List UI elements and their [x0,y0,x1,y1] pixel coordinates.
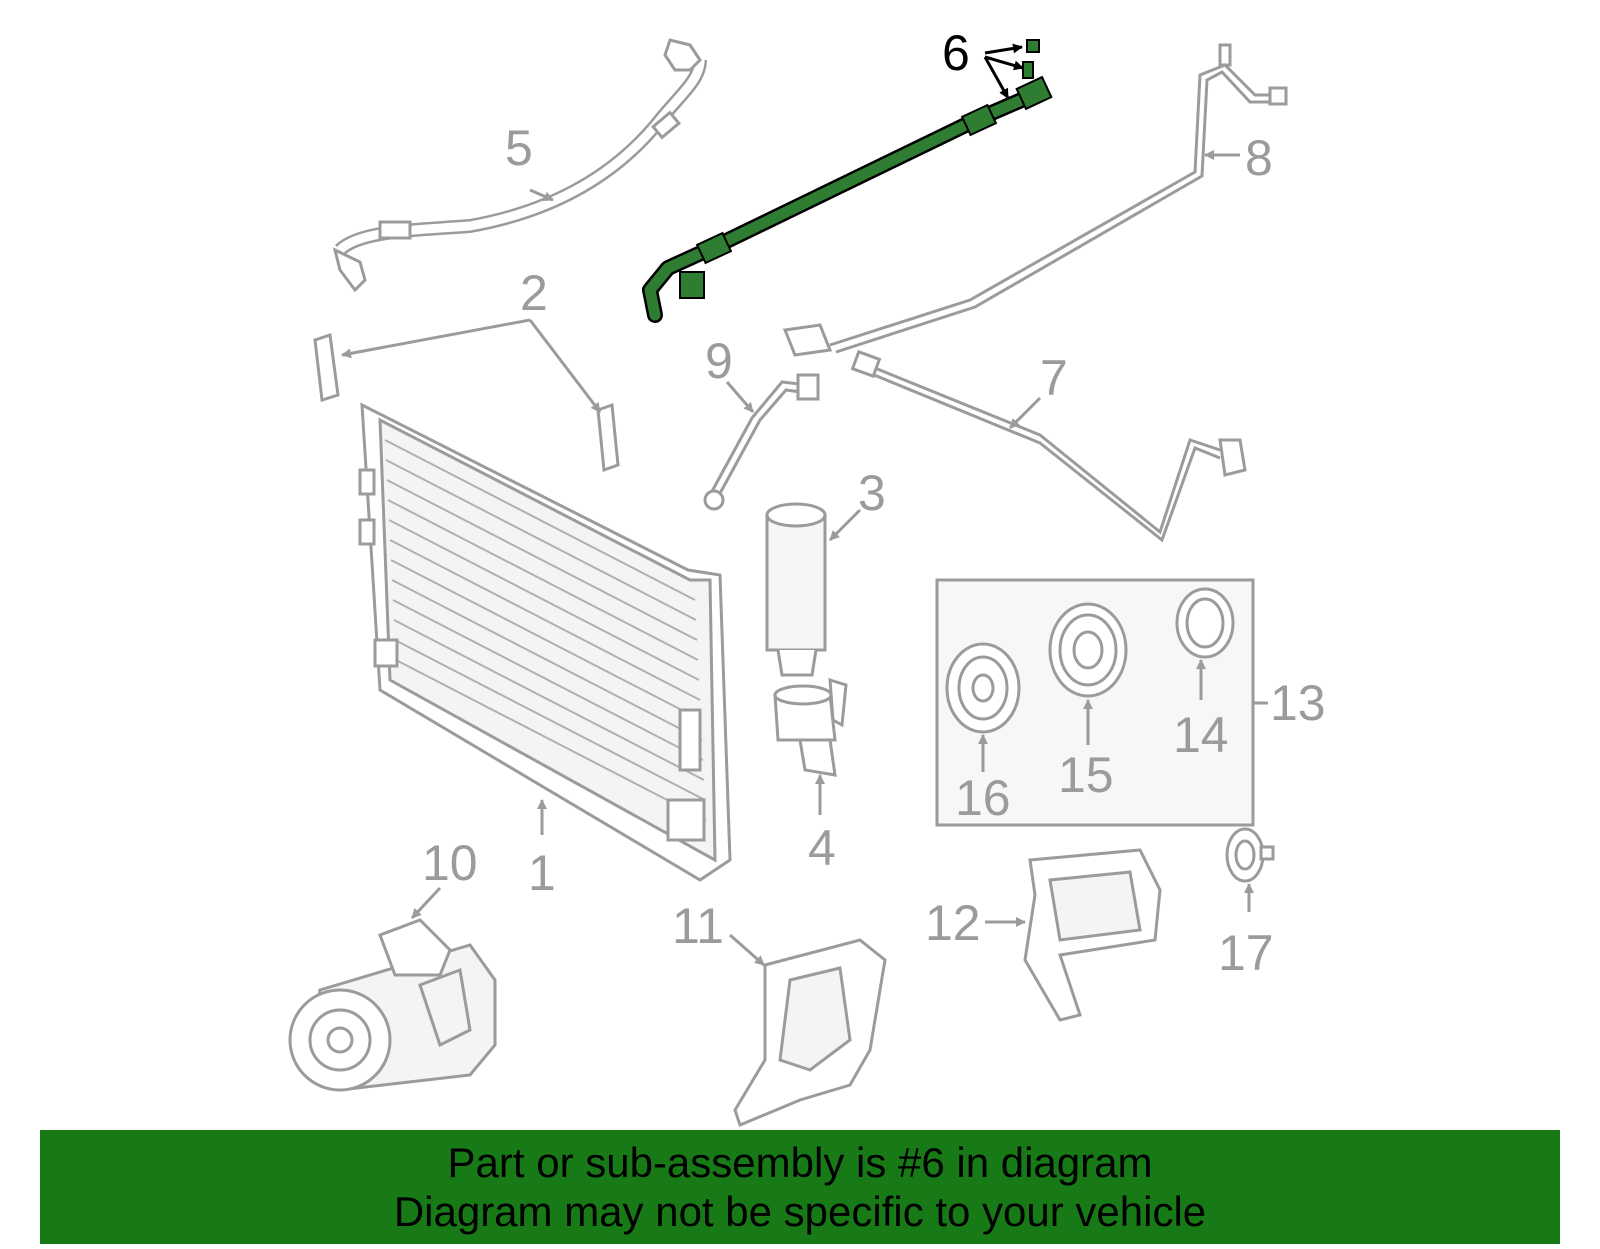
part-12-bracket[interactable] [1023,848,1162,1022]
callout-11: 11 [672,898,724,954]
part-17-pulley[interactable] [1225,827,1275,883]
leader-lines [341,150,1254,967]
callout-8: 8 [1245,130,1273,186]
part-16-clutch-plate[interactable] [945,642,1021,734]
callout-10: 10 [422,835,478,891]
callout-labels: 5 6 8 2 9 7 3 13 14 15 16 4 1 10 11 12 1… [422,25,1326,981]
banner-line-2: Diagram may not be specific to your vehi… [393,1188,1207,1235]
callout-3: 3 [858,465,886,521]
part-9-tube[interactable] [703,373,820,511]
part-5-hose[interactable] [332,38,707,293]
callout-9: 9 [705,333,733,389]
callout-14: 14 [1173,707,1229,763]
part-3-drier[interactable] [765,502,827,677]
leader-lines-part-6 [983,43,1024,99]
callout-17: 17 [1218,925,1274,981]
part-14-bearing[interactable] [1175,587,1235,659]
callout-16: 16 [955,770,1011,826]
parts-diagram: 5 6 8 2 9 7 3 13 14 15 16 4 1 10 11 12 1… [288,25,1326,1128]
info-banner: Part or sub-assembly is #6 in diagram Di… [40,1130,1560,1244]
part-7-line[interactable] [850,349,1247,543]
part-6-hose[interactable] [642,39,1053,323]
part-15-pulley[interactable] [1048,602,1128,698]
callout-2: 2 [520,265,548,321]
callout-4: 4 [808,820,836,876]
callout-6: 6 [942,25,970,81]
callout-1: 1 [528,845,556,901]
callout-15: 15 [1058,747,1114,803]
part-10-compressor[interactable] [288,918,497,1092]
banner-line-1: Part or sub-assembly is #6 in diagram [447,1139,1153,1186]
callout-12: 12 [925,895,981,951]
part-1-condenser[interactable] [358,402,732,882]
part-2-brackets[interactable] [313,333,620,473]
callout-5: 5 [505,120,533,176]
callout-7: 7 [1040,350,1068,406]
part-11-bracket[interactable] [733,938,887,1128]
part-8-line[interactable] [782,43,1288,357]
part-4-bracket[interactable] [773,677,848,777]
callout-13: 13 [1270,675,1326,731]
